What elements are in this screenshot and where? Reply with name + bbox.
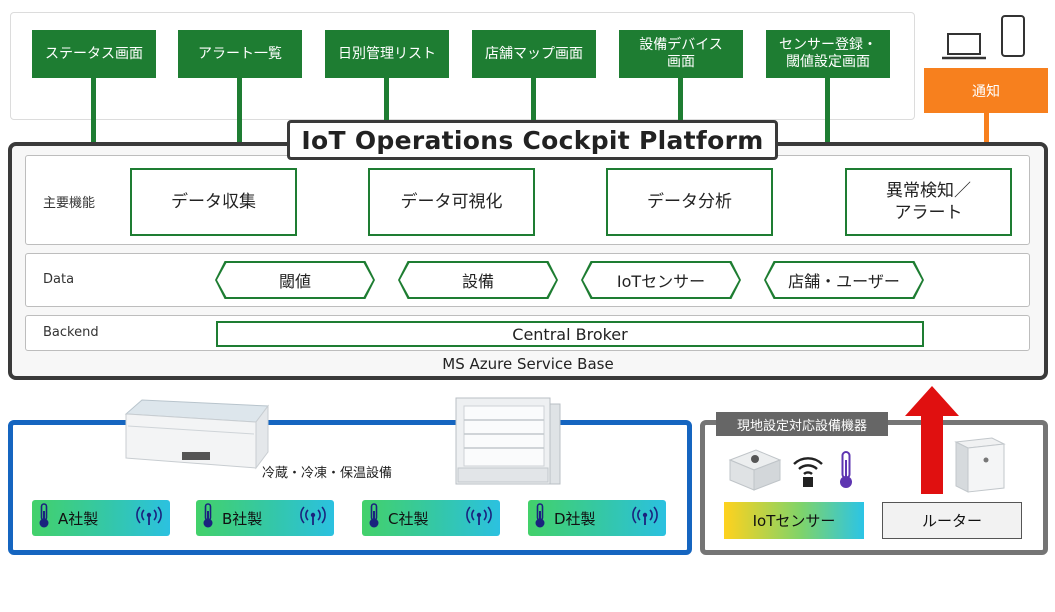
- thermometer-icon: [838, 450, 854, 490]
- iot-sensor-box: IoTセンサー: [724, 502, 864, 539]
- sensor-device-image: [726, 446, 782, 494]
- thermometer-icon: [38, 503, 50, 533]
- function-data-collection: データ収集: [130, 168, 297, 236]
- data-item-iot-sensor: IoTセンサー: [581, 261, 741, 299]
- wifi-lock-icon: [790, 452, 826, 488]
- connector-line: [531, 78, 536, 122]
- screens-panel: [10, 12, 915, 120]
- function-data-analysis: データ分析: [606, 168, 773, 236]
- central-broker: Central Broker: [216, 321, 924, 347]
- data-item-equipment: 設備: [398, 261, 558, 299]
- platform-title: IoT Operations Cockpit Platform: [287, 120, 778, 160]
- data-item-store-user: 店舗・ユーザー: [764, 261, 924, 299]
- equipment-label: 冷蔵・冷凍・保温設備: [262, 466, 393, 481]
- screen-daily-list: 日別管理リスト: [325, 30, 449, 78]
- backend-row-label: Backend: [43, 325, 99, 340]
- showcase-refrigerator-image: [452, 396, 562, 488]
- maker-b-sensor: B社製: [196, 500, 334, 536]
- connector-line: [678, 78, 683, 122]
- azure-base-label: MS Azure Service Base: [442, 355, 614, 373]
- screen-store-map: 店舗マップ画面: [472, 30, 596, 78]
- functions-row-label: 主要機能: [43, 196, 96, 211]
- maker-label: C社製: [388, 509, 429, 528]
- local-equipment-label: 現地設定対応設備機器: [716, 412, 888, 436]
- data-item-threshold: 閾値: [215, 261, 375, 299]
- freezer-case-image: [122, 396, 270, 478]
- wireless-signal-icon: [464, 506, 494, 530]
- wireless-signal-icon: [298, 506, 328, 530]
- screen-alert-list: アラート一覧: [178, 30, 302, 78]
- wireless-signal-icon: [630, 506, 660, 530]
- upload-arrow-icon: [905, 386, 959, 494]
- connector-line: [91, 78, 96, 144]
- thermometer-icon: [534, 503, 546, 533]
- notify-connector: [984, 113, 989, 143]
- data-row-label: Data: [43, 272, 75, 287]
- connector-line: [384, 78, 389, 122]
- data-item-label: 設備: [400, 263, 556, 297]
- laptop-phone-icon: [940, 14, 1040, 62]
- data-item-label: 閾値: [217, 263, 373, 297]
- data-item-label: 店舗・ユーザー: [766, 263, 922, 297]
- wireless-signal-icon: [134, 506, 164, 530]
- thermometer-icon: [202, 503, 214, 533]
- screen-sensor-threshold: センサー登録・ 閾値設定画面: [766, 30, 890, 78]
- maker-label: B社製: [222, 509, 263, 528]
- maker-label: A社製: [58, 509, 99, 528]
- screen-status: ステータス画面: [32, 30, 156, 78]
- connector-line: [237, 78, 242, 144]
- function-anomaly-alert: 異常検知／ アラート: [845, 168, 1012, 236]
- maker-a-sensor: A社製: [32, 500, 170, 536]
- screen-equipment-device: 設備デバイス 画面: [619, 30, 743, 78]
- router-box: ルーター: [882, 502, 1022, 539]
- function-data-visualization: データ可視化: [368, 168, 535, 236]
- notify-box: 通知: [924, 68, 1048, 113]
- maker-d-sensor: D社製: [528, 500, 666, 536]
- connector-line: [825, 78, 830, 144]
- thermometer-icon: [368, 503, 380, 533]
- maker-c-sensor: C社製: [362, 500, 500, 536]
- data-item-label: IoTセンサー: [583, 263, 739, 297]
- router-device-image: [946, 436, 1010, 494]
- maker-label: D社製: [554, 509, 596, 528]
